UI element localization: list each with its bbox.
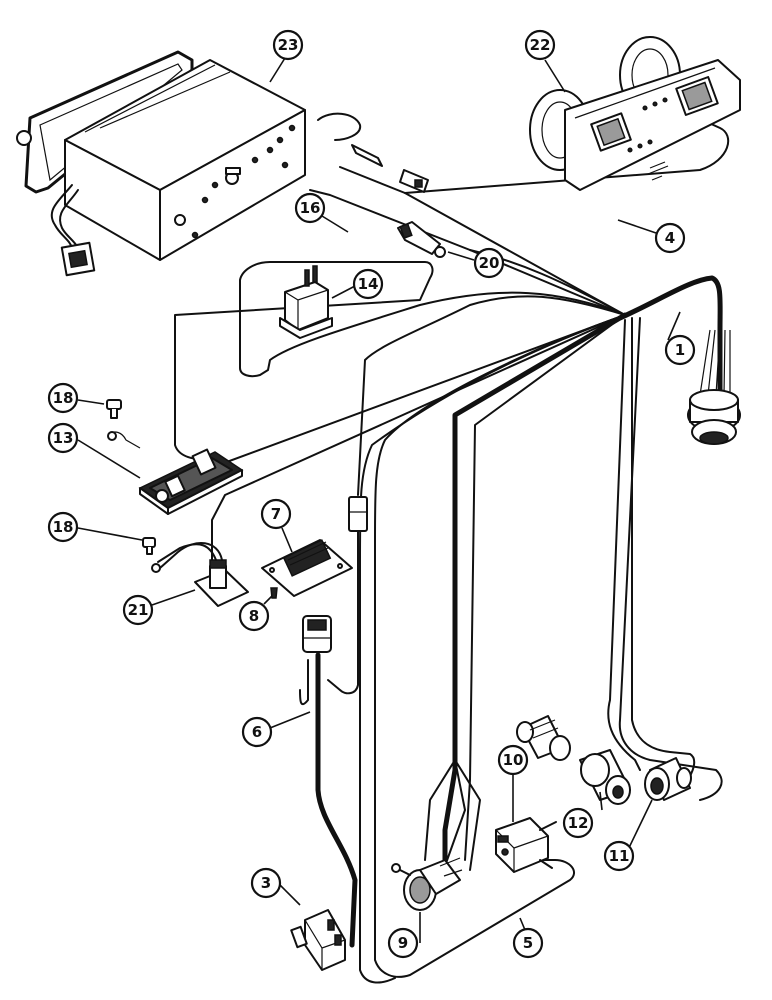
loop-left-long [359,314,626,984]
callout-8: 8 [238,600,270,632]
rotary-switch-9 [391,857,463,911]
screw-18-top [106,399,122,419]
callout-9: 9 [387,927,419,959]
callout-1: 1 [664,334,696,366]
wire-to-connector-6 [327,514,359,695]
callout-22: 22 [524,29,556,61]
callout-18-top: 18 [47,382,79,414]
svg-text:7: 7 [271,505,281,523]
wire-9-fan-b [454,759,481,871]
callout-11: 11 [603,840,635,872]
svg-text:12: 12 [568,814,589,832]
callout-21: 21 [122,594,154,626]
callout-13: 13 [47,422,79,454]
blower-assembly-22 [529,36,741,191]
svg-text:9: 9 [398,934,408,952]
screw-18-lower [142,537,156,555]
svg-text:20: 20 [479,254,500,272]
callout-12: 12 [562,807,594,839]
svg-text:6: 6 [252,723,262,741]
solenoid-10 [495,817,557,873]
svg-text:22: 22 [530,36,551,54]
wire-to-12 [607,319,641,771]
connector-plate-7 [261,539,353,597]
svg-text:18: 18 [53,389,74,407]
connector-6 [302,615,332,653]
callout-20: 20 [473,247,505,279]
relay-14 [279,265,333,339]
svg-text:11: 11 [609,847,630,865]
wire-harness [174,104,730,984]
wire-6-loop [299,659,309,706]
svg-text:13: 13 [53,429,74,447]
plug-assembly-12 [516,715,631,805]
wire-to-sensor-21 [211,314,626,576]
wire-9-fan-a [424,759,456,861]
screw-8 [270,587,278,599]
switch-20 [397,221,446,258]
svg-text:14: 14 [358,275,379,293]
heavy-wire-6 [315,652,358,948]
svg-text:8: 8 [249,607,259,625]
callout-3: 3 [250,867,282,899]
wire-branch-top [309,189,626,316]
main-harness-trunk [617,275,723,395]
wire-to-9b [464,314,626,861]
radio-unit-23 [16,50,429,277]
heavy-wire-to-9 [442,312,628,878]
wire-to-11b [618,317,723,801]
svg-text:10: 10 [503,751,524,769]
callout-14: 14 [352,268,384,300]
svg-text:3: 3 [261,874,271,892]
svg-text:21: 21 [128,601,149,619]
callout-10: 10 [497,744,529,776]
round-connector-1 [687,329,741,445]
callout-6: 6 [241,716,273,748]
callouts: 23 22 16 4 20 14 1 18 [47,29,696,959]
callout-23: 23 [272,29,304,61]
loop-to-14 [174,261,626,463]
wire-to-11 [631,317,696,791]
svg-text:16: 16 [300,199,321,217]
callout-7: 7 [260,498,292,530]
svg-text:4: 4 [665,229,675,247]
socket-11 [644,757,692,801]
svg-text:23: 23 [278,36,299,54]
callout-5: 5 [512,927,544,959]
toggle-switch-3 [290,909,346,971]
wire-to-blower [404,104,730,194]
svg-text:18: 18 [53,518,74,536]
callout-16: 16 [294,192,326,224]
wire-9-fan-c [439,759,466,881]
sensor-21 [151,541,249,607]
wire-to-switch-13a [204,314,626,471]
svg-text:5: 5 [523,934,533,952]
callout-4: 4 [654,222,686,254]
callout-18-lower: 18 [47,511,79,543]
inline-connector-mid [348,496,368,532]
svg-text:1: 1 [675,341,685,359]
switch-panel-13 [107,431,244,515]
wire-to-connector-mid [357,295,626,496]
